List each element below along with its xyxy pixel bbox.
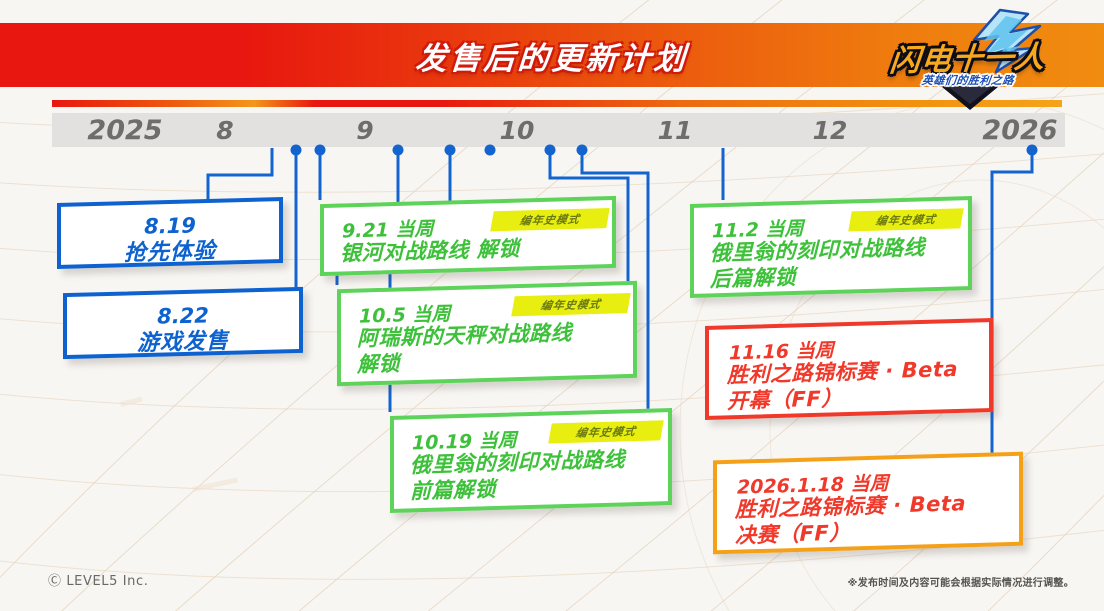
card-body: 胜利之路锦标赛 · Beta 决赛（FF）	[735, 491, 967, 548]
timeline-label-10: 10	[499, 115, 535, 145]
card-date: 8.22	[157, 303, 209, 329]
card-badge: 编年史模式	[490, 208, 610, 232]
timeline-label-9: 9	[356, 115, 374, 145]
card-date: 8.19	[144, 213, 196, 239]
card-body: 阿瑞斯的天秤对战路线 解锁	[357, 320, 572, 377]
timeline-axis	[52, 113, 1065, 147]
card-game-release[interactable]: 8.22 游戏发售	[63, 286, 303, 360]
lightning-bolt-icon	[936, 8, 1042, 110]
timeline-dot	[576, 144, 588, 156]
timeline-gradient-bar	[52, 100, 1062, 107]
logo-subtitle: 英雄们的胜利之路	[921, 74, 1015, 87]
card-galaxy-route[interactable]: 9.21 当周 银河对战路线 解锁 编年史模式	[320, 195, 616, 277]
card-beta-final[interactable]: 2026.1.18 当周 胜利之路锦标赛 · Beta 决赛（FF）	[713, 451, 1023, 555]
timeline-dot	[444, 144, 456, 156]
timeline-label-2025: 2025	[87, 114, 163, 146]
timeline-label-12: 12	[812, 115, 848, 145]
timeline-dot	[544, 144, 556, 156]
timeline-label-2026: 2026	[982, 114, 1058, 146]
game-logo: 闪电十一人 英雄们的胜利之路	[870, 8, 1070, 112]
card-beta-open[interactable]: 11.16 当周 胜利之路锦标赛 · Beta 开幕（FF）	[705, 317, 993, 421]
copyright-text: Ⓒ LEVEL5 Inc.	[48, 574, 149, 589]
timeline-label-8: 8	[216, 115, 234, 145]
card-body: 银河对战路线 解锁	[340, 236, 520, 266]
card-body: 俄里翁的刻印对战路线 前篇解锁	[410, 447, 625, 503]
card-badge: 编年史模式	[548, 420, 664, 444]
card-badge: 编年史模式	[848, 208, 964, 232]
card-early-access[interactable]: 8.19 抢先体验	[57, 197, 283, 269]
timeline-dot	[314, 144, 326, 156]
card-orion-part2[interactable]: 11.2 当周 俄里翁的刻印对战路线 后篇解锁 编年史模式	[690, 196, 972, 298]
card-body: 胜利之路锦标赛 · Beta 开幕（FF）	[727, 356, 959, 414]
disclaimer-text: ※发布时间及内容可能会根据实际情况进行调整。	[847, 578, 1074, 589]
timeline-dot	[392, 144, 404, 156]
card-body: 抢先体验	[123, 238, 216, 267]
card-badge: 编年史模式	[511, 292, 631, 317]
timeline-dot	[290, 144, 302, 156]
card-orion-part1[interactable]: 10.19 当周 俄里翁的刻印对战路线 前篇解锁 编年史模式	[390, 408, 672, 513]
timeline-dot	[1026, 144, 1038, 156]
timeline-dot	[484, 144, 496, 156]
header-banner	[0, 23, 1104, 87]
timeline-label-11: 11	[657, 115, 693, 145]
card-ares-route[interactable]: 10.5 当周 阿瑞斯的天秤对战路线 解锁 编年史模式	[337, 280, 637, 387]
card-body: 俄里翁的刻印对战路线 后篇解锁	[710, 235, 925, 291]
